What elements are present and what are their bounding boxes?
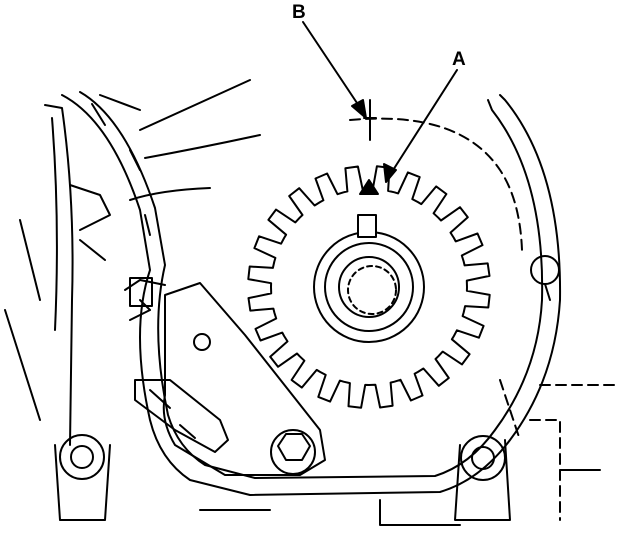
camshaft-sprocket: [248, 166, 489, 407]
cover-reference-mark: [364, 100, 376, 140]
belt-tensioner: [125, 278, 325, 475]
dashed-housing-outline: [350, 119, 620, 520]
callout-label-a: A: [452, 49, 466, 70]
engine-block-outline: [5, 80, 260, 445]
sprocket-timing-mark: [360, 180, 378, 194]
timing-belt: [62, 92, 560, 495]
callout-leaders: [303, 22, 457, 182]
lower-idlers: [55, 256, 600, 525]
callout-label-b: B: [292, 2, 306, 23]
